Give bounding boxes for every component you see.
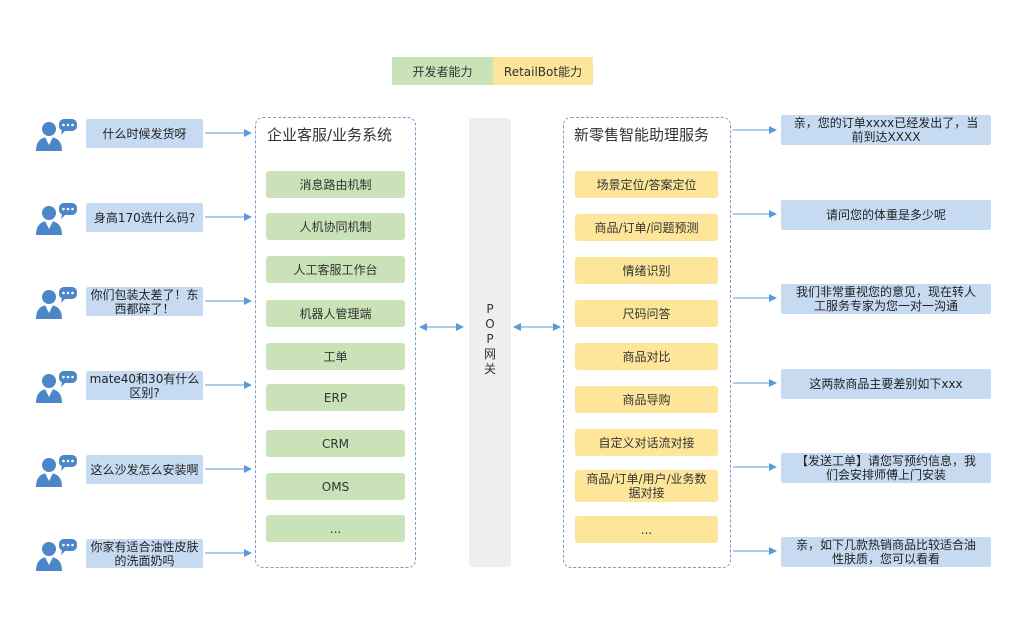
user-icon xyxy=(36,119,77,151)
user-icon xyxy=(36,371,77,403)
bot-answer-bubble: 我们非常重视您的意见，现在转人工服务专家为您一对一沟通 xyxy=(781,284,991,314)
enterprise-item: OMS xyxy=(266,473,405,500)
gateway-label-char: 网 xyxy=(483,347,496,361)
customer-question-bubble: mate40和30有什么区别? xyxy=(86,371,203,400)
customer-question-bubble: 你们包装太差了！东西都碎了！ xyxy=(86,287,203,316)
customer-question-bubble: 什么时候发货呀 xyxy=(86,119,203,148)
customer-question-bubble: 你家有适合油性皮肤的洗面奶吗 xyxy=(86,539,203,568)
legend-developer: 开发者能力 xyxy=(392,57,493,85)
retail-service-item: 场景定位/答案定位 xyxy=(575,171,718,198)
bot-answer-bubble: 【发送工单】请您写预约信息，我们会安排师傅上门安装 xyxy=(781,453,991,483)
enterprise-item: 机器人管理端 xyxy=(266,300,405,327)
enterprise-panel xyxy=(255,117,416,568)
pop-gateway xyxy=(469,118,511,567)
enterprise-item: 工单 xyxy=(266,343,405,370)
retail-service-item: 商品导购 xyxy=(575,386,718,413)
enterprise-panel-title: 企业客服/业务系统 xyxy=(267,126,393,144)
legend-retailbot: RetailBot能力 xyxy=(493,57,593,85)
retail-service-item: 商品/订单/问题预测 xyxy=(575,214,718,241)
retail-panel xyxy=(563,117,731,568)
bot-answer-bubble: 亲，如下几款热销商品比较适合油性肤质，您可以看看 xyxy=(781,537,991,567)
retail-service-item: 商品/订单/用户/业务数据对接 xyxy=(575,470,718,502)
gateway-label-char: 关 xyxy=(483,362,496,376)
gateway-label-char: P xyxy=(486,302,494,316)
retail-service-item: 商品对比 xyxy=(575,343,718,370)
user-icon xyxy=(36,455,77,487)
gateway-label-char: P xyxy=(486,332,494,346)
enterprise-item: 消息路由机制 xyxy=(266,171,405,198)
user-icon xyxy=(36,203,77,235)
enterprise-item: 人机协同机制 xyxy=(266,213,405,240)
retail-service-item: 自定义对话流对接 xyxy=(575,429,718,456)
enterprise-item: ERP xyxy=(266,384,405,411)
user-icon xyxy=(36,287,77,319)
enterprise-item: 人工客服工作台 xyxy=(266,256,405,283)
gateway-label-char: O xyxy=(485,317,495,331)
retail-service-item: 尺码问答 xyxy=(575,300,718,327)
retail-service-item: ... xyxy=(575,516,718,543)
customer-question-bubble: 这么沙发怎么安装啊 xyxy=(86,455,203,484)
bot-answer-bubble: 亲，您的订单xxxx已经发出了，当前到达XXXX xyxy=(781,115,991,145)
bot-answer-bubble: 这两款商品主要差别如下xxx xyxy=(781,369,991,399)
retail-panel-title: 新零售智能助理服务 xyxy=(574,126,710,144)
enterprise-item: ... xyxy=(266,515,405,542)
retail-service-item: 情绪识别 xyxy=(575,257,718,284)
enterprise-item: CRM xyxy=(266,430,405,457)
customer-question-bubble: 身高170选什么码? xyxy=(86,203,203,232)
user-icon xyxy=(36,539,77,571)
bot-answer-bubble: 请问您的体重是多少呢 xyxy=(781,200,991,230)
